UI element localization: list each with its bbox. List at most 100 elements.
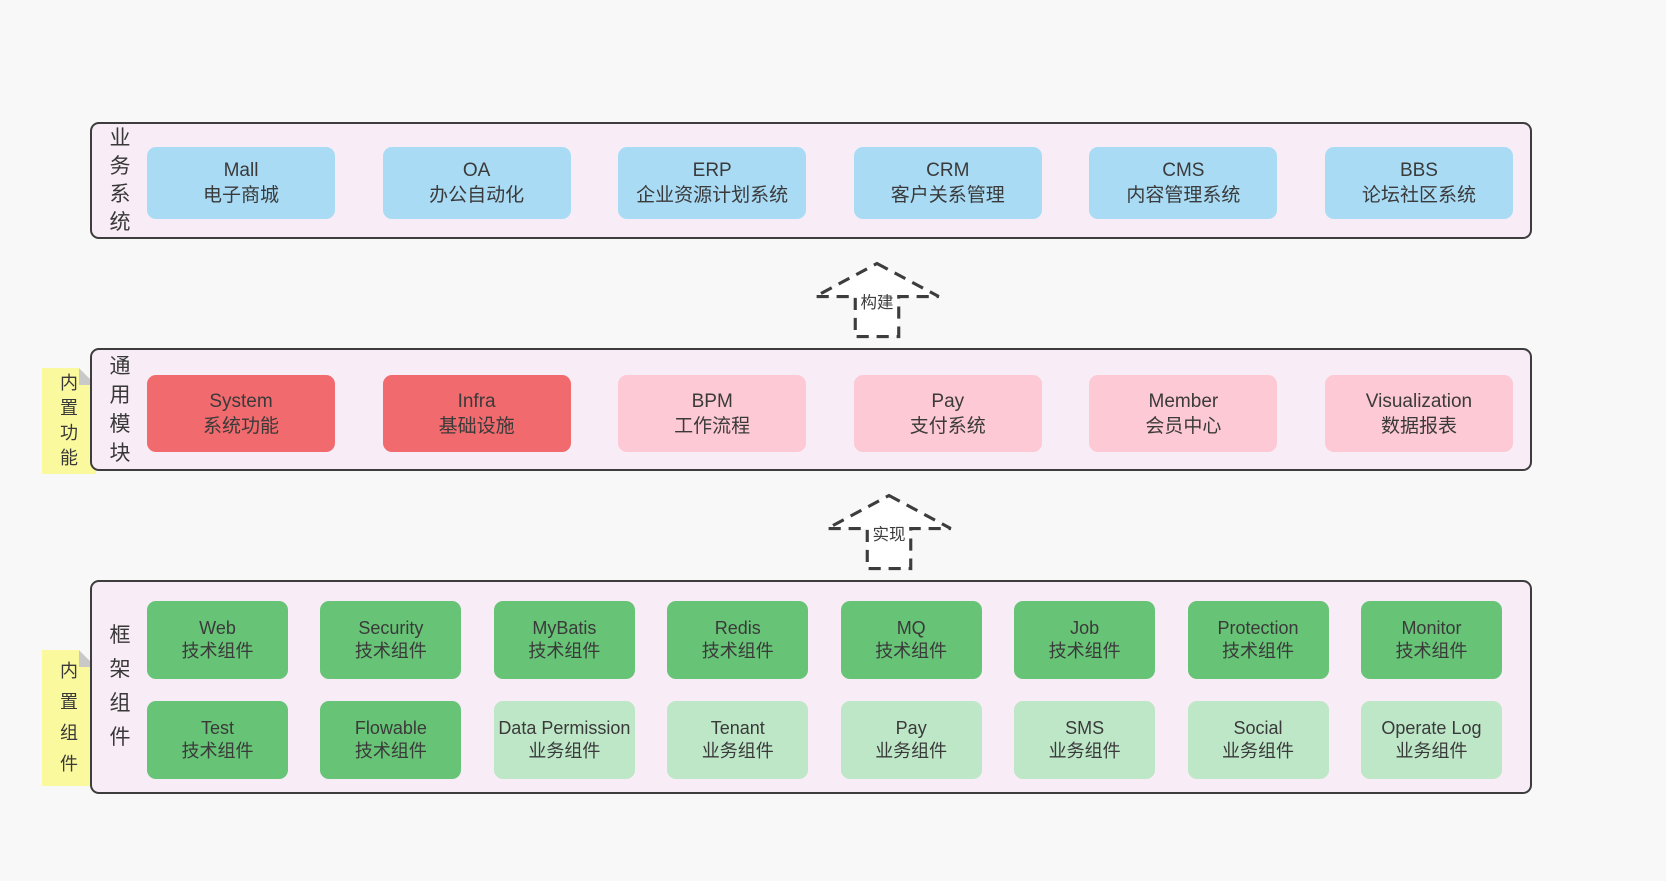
box-subtitle: 技术组件 (1048, 641, 1121, 661)
vertical-char: 功 (60, 423, 78, 443)
box-subtitle: 技术组件 (181, 741, 254, 761)
box-subtitle: 业务组件 (701, 741, 774, 761)
vertical-char: 通 (109, 354, 131, 378)
box-subtitle: 技术组件 (1222, 641, 1295, 661)
box-title: Job (1070, 618, 1100, 638)
box-web: Web 技术组件 (147, 601, 288, 679)
vertical-char: 框 (109, 624, 131, 647)
box-tenant: Tenant 业务组件 (667, 701, 809, 779)
box-title: Test (200, 718, 234, 738)
box-subtitle: 技术组件 (528, 641, 601, 661)
sticky-note-label: 内置功能 (42, 368, 96, 474)
sticky-note-built-in-features: 内置功能 (42, 368, 96, 474)
box-data-permission: Data Permission 业务组件 (493, 701, 635, 779)
panel-label-common-modules: 通用模块 (102, 350, 138, 469)
arrow-label: 实现 (872, 525, 905, 544)
box-title: CMS (1162, 160, 1205, 181)
box-subtitle: 业务组件 (1048, 741, 1121, 761)
box-sms: SMS 业务组件 (1014, 701, 1156, 779)
box-title: BPM (691, 390, 733, 412)
vertical-char: 置 (60, 692, 78, 712)
vertical-char: 件 (109, 726, 131, 749)
box-infra: Infra 基础设施 (382, 375, 571, 452)
box-title: Mall (223, 160, 259, 181)
box-subtitle: 业务组件 (528, 741, 601, 761)
vertical-char: 模 (109, 412, 131, 436)
box-title: Tenant (710, 718, 765, 738)
box-subtitle: 技术组件 (354, 741, 427, 761)
box-title: ERP (692, 160, 732, 181)
vertical-char: 架 (109, 658, 131, 681)
box-bpm: BPM 工作流程 (618, 375, 807, 452)
vertical-char: 组 (109, 692, 131, 715)
box-title: MQ (896, 618, 926, 638)
box-subtitle: 内容管理系统 (1126, 185, 1241, 206)
box-protection: Protection 技术组件 (1187, 601, 1329, 679)
box-title: MyBatis (532, 618, 597, 638)
box-erp: ERP 企业资源计划系统 (618, 147, 807, 219)
box-operate-log: Operate Log 业务组件 (1360, 701, 1502, 779)
sticky-note-label: 内置组件 (42, 650, 96, 786)
box-visualization: Visualization 数据报表 (1324, 375, 1513, 452)
box-subtitle: 业务组件 (1222, 741, 1295, 761)
box-subtitle: 工作流程 (674, 415, 751, 437)
box-title: Data Permission (498, 718, 631, 738)
box-subtitle: 业务组件 (1395, 741, 1468, 761)
box-redis: Redis 技术组件 (667, 601, 809, 679)
box-title: Flowable (354, 718, 427, 738)
vertical-char: 块 (109, 441, 131, 465)
box-subtitle: 论坛社区系统 (1361, 185, 1476, 206)
vertical-char: 内 (60, 373, 78, 393)
box-test: Test 技术组件 (147, 701, 288, 779)
vertical-char: 件 (60, 754, 78, 774)
box-title: Redis (714, 618, 761, 638)
box-title: SMS (1065, 718, 1105, 738)
arrow-label: 构建 (860, 293, 893, 312)
box-subtitle: 企业资源计划系统 (636, 185, 789, 206)
vertical-char: 务 (109, 154, 131, 178)
box-job: Job 技术组件 (1014, 601, 1156, 679)
box-subtitle: 技术组件 (181, 641, 254, 661)
box-title: Infra (457, 390, 496, 412)
box-title: Security (358, 618, 424, 638)
box-mybatis: MyBatis 技术组件 (493, 601, 635, 679)
box-title: Monitor (1401, 618, 1462, 638)
box-subtitle: 系统功能 (202, 415, 279, 437)
vertical-char: 能 (60, 448, 78, 468)
box-subtitle: 技术组件 (875, 641, 948, 661)
box-title: Web (199, 618, 236, 638)
box-title: Protection (1217, 618, 1299, 638)
panel-label-business-systems: 业务系统 (102, 124, 138, 237)
panel-label-framework-components: 框架组件 (102, 582, 138, 792)
box-subtitle: 数据报表 (1380, 415, 1457, 437)
box-subtitle: 支付系统 (909, 415, 986, 437)
box-subtitle: 基础设施 (438, 415, 515, 437)
box-mq: MQ 技术组件 (840, 601, 982, 679)
box-subtitle: 业务组件 (875, 741, 948, 761)
sticky-note-built-in-components: 内置组件 (42, 650, 96, 786)
vertical-char: 置 (60, 398, 78, 418)
box-cms: CMS 内容管理系统 (1089, 147, 1278, 219)
vertical-char: 业 (109, 126, 131, 150)
box-title: Visualization (1365, 390, 1473, 412)
vertical-char: 统 (109, 210, 131, 234)
vertical-char: 内 (60, 661, 78, 681)
box-title: Operate Log (1381, 718, 1482, 738)
box-flowable: Flowable 技术组件 (320, 701, 462, 779)
box-subtitle: 办公自动化 (429, 185, 525, 206)
box-subtitle: 技术组件 (701, 641, 774, 661)
